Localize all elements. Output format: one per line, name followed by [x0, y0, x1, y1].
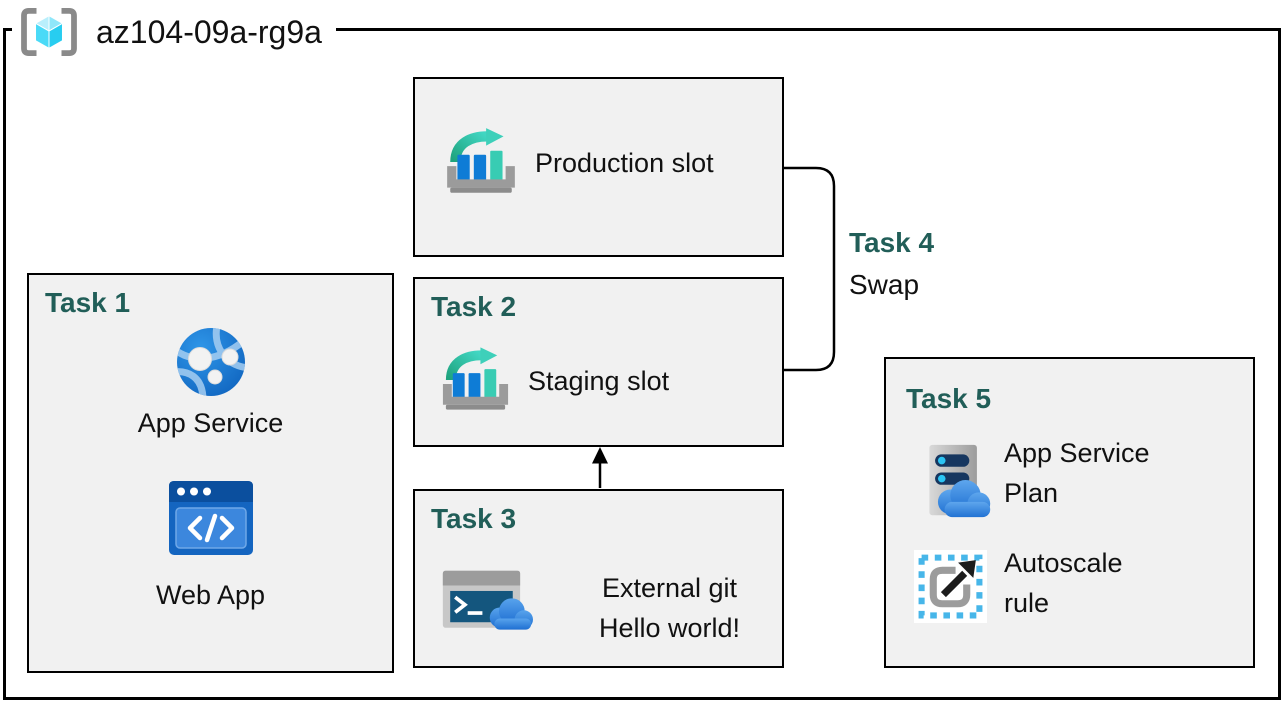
- autoscale-line2: rule: [1004, 588, 1050, 618]
- web-app-label: Web App: [155, 580, 266, 610]
- deployment-slot-icon: [442, 347, 509, 410]
- resource-group-name: az104-09a-rg9a: [96, 13, 322, 50]
- app-service-globe-icon: [176, 328, 245, 396]
- task2-heading: Task 2: [431, 291, 517, 322]
- task5-box: Task 5 App Service: [884, 357, 1255, 668]
- swap-label: Swap: [849, 269, 920, 300]
- autoscale-line1: Autoscale: [1004, 548, 1123, 578]
- resource-group-header: az104-09a-rg9a: [12, 5, 336, 59]
- task5-heading: Task 5: [906, 383, 992, 414]
- task3-box: Task 3 External git Hello w: [413, 489, 784, 668]
- task4-heading: Task 4: [849, 227, 935, 258]
- external-git-label: External git: [601, 573, 738, 603]
- task2-box: Task 2 Staging slot: [413, 277, 784, 447]
- task1-heading: Task 1: [45, 287, 131, 318]
- app-service-label: App Service: [137, 408, 284, 438]
- deployment-slot-icon: [447, 128, 515, 193]
- autoscale-rule-icon: [914, 550, 987, 623]
- production-slot-label: Production slot: [535, 147, 714, 178]
- task3-text: External git Hello world!: [565, 568, 774, 648]
- app-service-plan-icon: [929, 444, 991, 518]
- cloud-shell-git-icon: [442, 570, 533, 630]
- staging-slot-label: Staging slot: [528, 365, 670, 396]
- hello-world-label: Hello world!: [598, 613, 741, 643]
- task3-heading: Task 3: [431, 503, 517, 534]
- resource-group-icon: [21, 7, 77, 57]
- task4-label-group: Task 4 Swap: [849, 227, 934, 301]
- task1-box: Task 1 App Service: [27, 273, 394, 673]
- web-app-icon: [168, 481, 253, 555]
- app-service-plan-text: App Service Plan: [1004, 433, 1150, 513]
- production-slot-box: Production slot: [413, 77, 784, 257]
- app-service-plan-line2: Plan: [1004, 478, 1059, 508]
- app-service-plan-line1: App Service: [1004, 438, 1150, 468]
- autoscale-rule-text: Autoscale rule: [1004, 543, 1123, 623]
